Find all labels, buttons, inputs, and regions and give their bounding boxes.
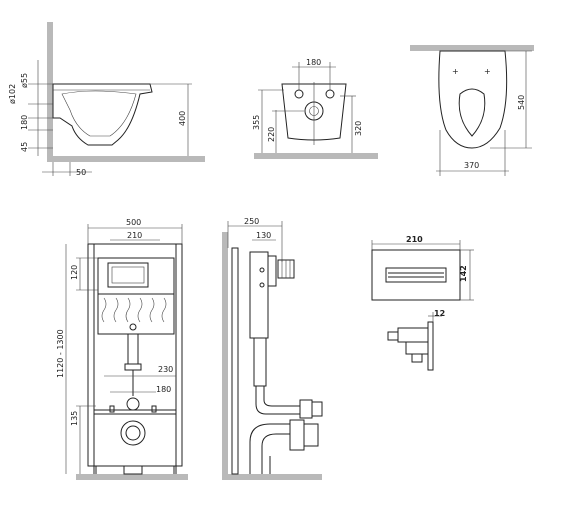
floor-hatch-front <box>254 153 378 159</box>
dim-height-range: 1120 - 1300 <box>56 329 65 378</box>
installation-frame-front: 500 210 120 1120 - 1300 230 180 135 <box>56 218 188 480</box>
toilet-side-view: ø55 ø102 180 45 400 50 <box>8 22 205 177</box>
dim-50: 50 <box>76 168 86 177</box>
dim-135: 135 <box>70 411 79 426</box>
dim-180-frame: 180 <box>156 385 171 394</box>
flush-plate-side <box>427 321 434 371</box>
dim-130: 130 <box>256 231 271 240</box>
bowl-profile <box>52 83 153 146</box>
dim-120: 120 <box>70 265 79 280</box>
bowl-top-outline <box>438 50 508 149</box>
flush-plate-front <box>371 249 461 301</box>
dim-12: 12 <box>434 309 445 318</box>
dim-142: 142 <box>459 265 468 282</box>
cistern-side <box>249 251 269 339</box>
seat-opening <box>458 88 486 137</box>
wall-hatch <box>47 22 53 162</box>
dim-500: 500 <box>126 218 141 227</box>
dim-45: 45 <box>20 142 29 152</box>
flush-plate: 210 142 12 <box>371 235 474 371</box>
dim-540: 540 <box>517 95 526 110</box>
wall-hatch-top <box>410 45 534 51</box>
dim-210-plate: 210 <box>406 235 423 244</box>
mount-hole-left <box>294 89 304 99</box>
dim-230: 230 <box>158 365 173 374</box>
tap-mark-right: + <box>484 67 491 76</box>
drain-pipe-side <box>289 419 305 451</box>
drain-outlet <box>120 420 146 446</box>
supply-connection <box>126 397 140 411</box>
frame-outline <box>87 243 183 467</box>
flush-button-area <box>385 267 447 283</box>
floor-hatch <box>47 156 205 162</box>
dim-210-frame: 210 <box>127 231 142 240</box>
toilet-top-view: + + 540 370 <box>410 45 534 176</box>
installation-frame-side: 250 130 <box>222 217 323 480</box>
dim-d55: ø55 <box>20 73 29 88</box>
wall-hatch-frame-side <box>222 232 228 476</box>
cistern-ribs <box>101 297 167 323</box>
dim-400: 400 <box>178 111 187 126</box>
mount-hole-right <box>325 89 335 99</box>
dim-180-side: 180 <box>20 115 29 130</box>
toilet-front-view: 180 355 220 320 <box>252 58 378 159</box>
dim-d102: ø102 <box>8 84 17 104</box>
dim-220: 220 <box>267 127 276 142</box>
tap-mark-left: + <box>452 67 459 76</box>
bowl-inner <box>61 90 137 137</box>
supply-pipe-side <box>299 399 313 419</box>
dim-370: 370 <box>464 161 479 170</box>
floor-hatch-frame <box>76 474 188 480</box>
bowl-front-outline <box>281 83 347 141</box>
dim-355: 355 <box>252 115 261 130</box>
floor-hatch-frame-side <box>222 474 322 480</box>
dim-250: 250 <box>244 217 259 226</box>
flush-opening <box>107 262 149 288</box>
dim-320: 320 <box>354 121 363 136</box>
dim-180-front: 180 <box>306 58 321 67</box>
